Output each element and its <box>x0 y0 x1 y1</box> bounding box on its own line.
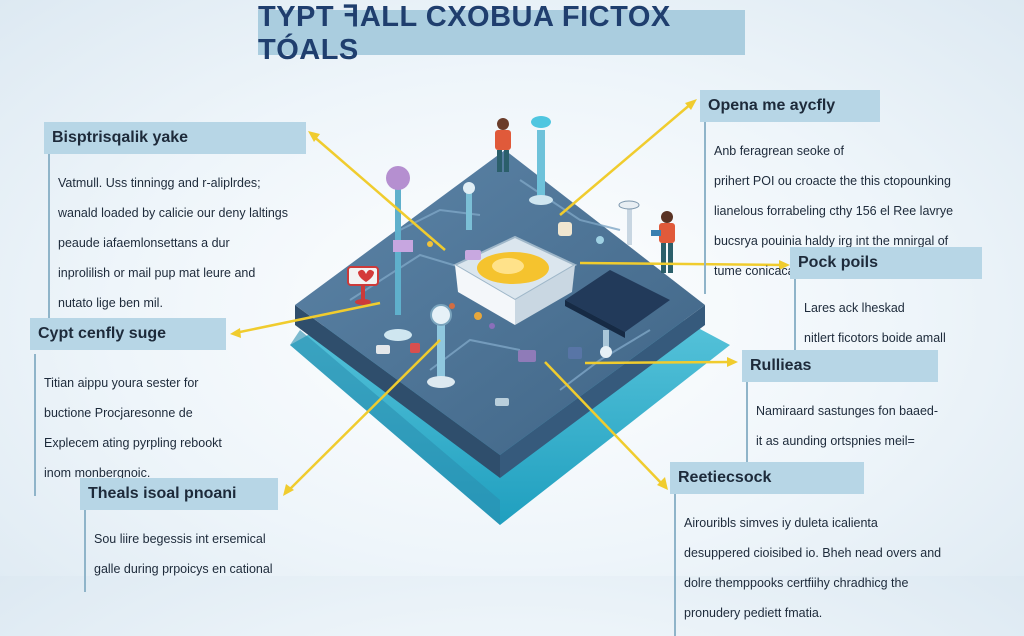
callout-bottom-right: Reetiecsock Airouribls simves iy duleta … <box>670 462 941 636</box>
callout-line: lianelous forrabeling cthy 156 el Ree la… <box>714 204 954 218</box>
infographic-canvas: TYPT ꟻALL CXOBUA FICTOX TÓALS Bisptrisqa… <box>30 1 982 636</box>
callout-line: nutato lige ben mil. <box>58 296 163 310</box>
page-title: TYPT ꟻALL CXOBUA FICTOX TÓALS <box>258 0 671 66</box>
tower-center-left <box>427 304 455 388</box>
callout-line: Explecem ating pyrpling rebookt <box>44 436 222 450</box>
person-right-icon <box>651 211 675 273</box>
platform-base-front <box>290 330 500 525</box>
callout-line: pronudery pediett fmatia. <box>684 606 823 620</box>
callout-mid-right: Pock poils Lares ack lheskad nitlert fic… <box>790 247 982 361</box>
callout-body: Titian aippu youra sester for buctione P… <box>34 354 226 496</box>
tower-mid <box>463 182 475 230</box>
callout-line: galle during prpoicys en cational <box>94 562 273 576</box>
callout-line: buctione Procjaresonne de <box>44 406 193 420</box>
callout-line: Anb feragrean seoke of <box>714 144 844 158</box>
callout-heading: Opena me aycfly <box>700 90 880 122</box>
dark-server-block-side <box>565 300 625 338</box>
callout-body: Airouribls simves iy duleta icalienta de… <box>674 494 974 636</box>
callout-line: dolre themppooks certfiihy chradhicg the <box>684 576 909 590</box>
callout-line: Lares ack lheskad <box>804 301 905 315</box>
small-node-right <box>600 330 612 358</box>
title-banner: TYPT ꟻALL CXOBUA FICTOX TÓALS <box>258 1 745 66</box>
callout-line: wanald loaded by calicie our deny laltin… <box>58 206 289 220</box>
platform-slab-left-side <box>295 305 500 478</box>
callout-lower-right: Rullieas Namiraard sastunges fon baaed- … <box>742 350 938 494</box>
callout-heading: Reetiecsock <box>670 462 864 494</box>
callout-body: Vatmull. Uss tinningg and r-aliplrdes; w… <box>48 154 306 326</box>
scattered-devices <box>376 222 604 406</box>
callout-line: it as aunding ortspnies meil= <box>756 434 915 448</box>
callout-heading: Pock poils <box>790 247 982 279</box>
callout-line: prihert POI ou croacte the this ctopounk… <box>714 174 951 188</box>
person-on-top-icon <box>495 118 511 172</box>
callout-top-left: Bisptrisqalik yake Vatmull. Uss tinningg… <box>44 122 306 326</box>
callout-heading: Bisptrisqalik yake <box>44 122 306 154</box>
tower-left <box>384 166 413 341</box>
central-chip-front-right <box>515 265 575 325</box>
callout-line: bucsrya pouinia haldy irg int the mnirga… <box>714 234 949 248</box>
callout-line: peaude iafaemlonsettans a dur <box>58 236 230 250</box>
tower-top <box>529 116 553 205</box>
callout-line: Namiraard sastunges fon baaed- <box>756 404 939 418</box>
platform-slab-right-side <box>500 305 705 478</box>
callout-line: Sou liire begessis int ersemical <box>94 532 266 546</box>
callout-body: Sou liire begessis int ersemical galle d… <box>84 510 304 592</box>
callout-line: Vatmull. Uss tinningg and r-aliplrdes; <box>58 176 261 190</box>
callout-line: Titian aippu youra sester for <box>44 376 199 390</box>
callout-line: inom monbergnoic. <box>44 466 151 480</box>
central-chip-highlight <box>492 258 524 274</box>
callout-line: Airouribls simves iy duleta icalienta <box>684 516 878 530</box>
arrow-heads <box>230 99 790 496</box>
tower-right <box>618 200 640 245</box>
callout-line: desuppered cioisibed io. Bheh nead overs… <box>684 546 942 560</box>
callout-line: inprolilish or mail pup mat leure and <box>58 266 256 280</box>
heart-sign-icon <box>347 266 379 305</box>
callout-heading: Rullieas <box>742 350 938 382</box>
connector-lines <box>234 102 786 493</box>
callout-middle-left: Cypt cenfly suge Titian aippu youra sest… <box>30 318 226 496</box>
callout-line: nitlert ficotors boide amall <box>804 331 946 345</box>
callout-heading: Cypt cenfly suge <box>30 318 226 350</box>
callout-body: Lares ack lheskad nitlert ficotors boide… <box>794 279 982 361</box>
callout-heading: Theals isoal pnoani <box>80 478 278 510</box>
central-chip-front-left <box>455 265 515 325</box>
callout-bottom-left: Theals isoal pnoani Sou liire begessis i… <box>80 478 278 592</box>
dark-server-block <box>565 270 670 332</box>
platform-illustration <box>230 99 790 525</box>
